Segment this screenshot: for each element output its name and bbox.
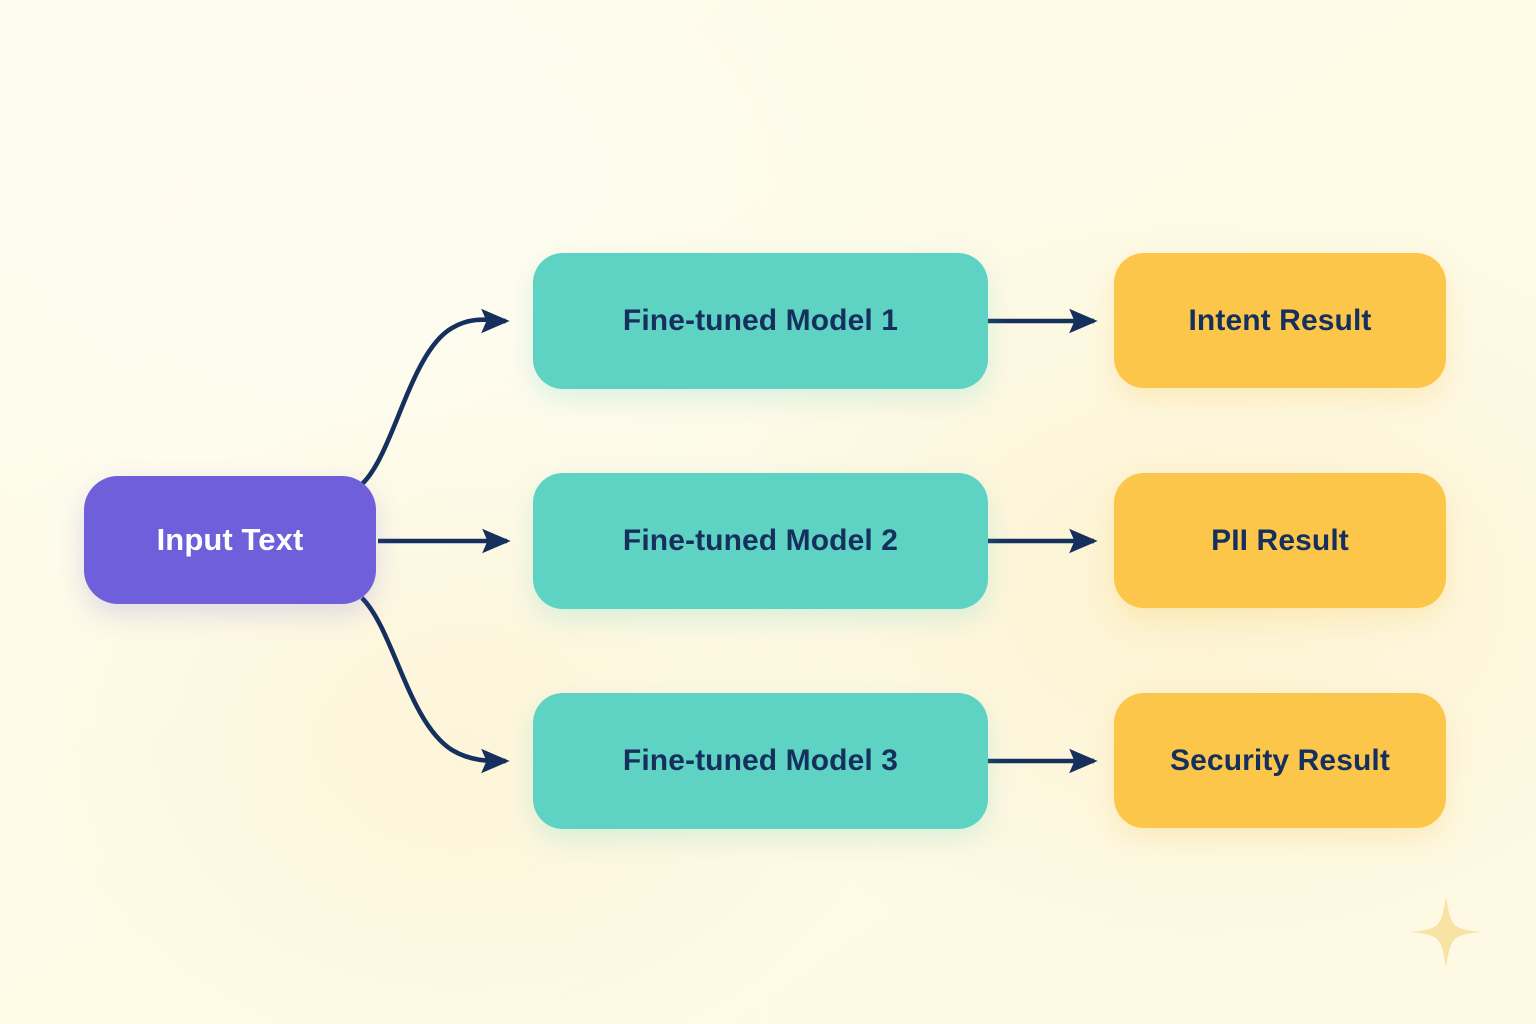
edge-input-to-model-1 <box>360 308 510 486</box>
node-fine-tuned-model-1[interactable]: Fine-tuned Model 1 <box>533 253 988 389</box>
node-fine-tuned-model-2[interactable]: Fine-tuned Model 2 <box>533 473 988 609</box>
node-fine-tuned-model-1-label: Fine-tuned Model 1 <box>622 304 899 337</box>
edge-input-to-model-3 <box>360 596 510 774</box>
node-security-result[interactable]: Security Result <box>1114 693 1446 828</box>
node-intent-result[interactable]: Intent Result <box>1114 253 1446 388</box>
node-pii-result-label: PII Result <box>1211 523 1349 557</box>
node-intent-result-label: Intent Result <box>1188 303 1372 337</box>
node-pii-result[interactable]: PII Result <box>1114 473 1446 608</box>
node-security-result-label: Security Result <box>1170 743 1390 777</box>
node-fine-tuned-model-3[interactable]: Fine-tuned Model 3 <box>533 693 988 829</box>
node-input-text[interactable]: Input Text <box>84 476 376 604</box>
node-input-text-label: Input Text <box>156 522 304 557</box>
node-fine-tuned-model-3-label: Fine-tuned Model 3 <box>622 744 899 777</box>
node-fine-tuned-model-2-label: Fine-tuned Model 2 <box>622 524 899 557</box>
